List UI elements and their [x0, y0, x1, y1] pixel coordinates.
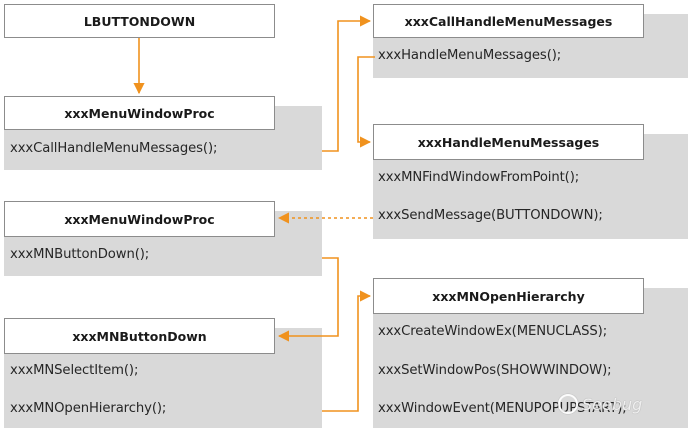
- menu-window-proc-2-title: xxxMenuWindowProc: [64, 211, 215, 227]
- lbuttondown-box: LBUTTONDOWN: [4, 4, 275, 38]
- mn-open-hierarchy-line-2: xxxSetWindowPos(SHOWWINDOW);: [378, 363, 612, 378]
- watermark: Seebug: [558, 394, 642, 414]
- call-handle-menu-messages-title: xxxCallHandleMenuMessages: [404, 13, 613, 29]
- handle-menu-messages-line-1: xxxMNFindWindowFromPoint();: [378, 170, 580, 185]
- mn-open-hierarchy-header: xxxMNOpenHierarchy: [373, 278, 644, 314]
- menu-window-proc-1-title: xxxMenuWindowProc: [64, 105, 215, 121]
- menu-window-proc-2-line-1: xxxMNButtonDown();: [10, 247, 150, 262]
- arrow-menuwindowproc-to-callhandle: [322, 15, 372, 152]
- mn-button-down-title: xxxMNButtonDown: [72, 328, 207, 344]
- lbuttondown-title: LBUTTONDOWN: [83, 13, 196, 29]
- mn-button-down-header: xxxMNButtonDown: [4, 318, 275, 354]
- mn-open-hierarchy-title: xxxMNOpenHierarchy: [432, 288, 585, 304]
- call-handle-menu-messages-header: xxxCallHandleMenuMessages: [373, 4, 644, 38]
- handle-menu-messages-line-2: xxxSendMessage(BUTTONDOWN);: [378, 208, 603, 223]
- handle-menu-messages-title: xxxHandleMenuMessages: [417, 134, 600, 150]
- menu-window-proc-1-line-1: xxxCallHandleMenuMessages();: [10, 141, 218, 156]
- mn-button-down-line-1: xxxMNSelectItem();: [10, 363, 139, 378]
- seebug-logo-icon: [558, 394, 578, 414]
- handle-menu-messages-header: xxxHandleMenuMessages: [373, 124, 644, 160]
- menu-window-proc-1-header: xxxMenuWindowProc: [4, 96, 275, 130]
- mn-button-down-line-2: xxxMNOpenHierarchy();: [10, 401, 167, 416]
- call-handle-menu-messages-line-1: xxxHandleMenuMessages();: [378, 48, 562, 63]
- menu-window-proc-2-header: xxxMenuWindowProc: [4, 201, 275, 237]
- arrow-mnbuttondown-to-openhierarchy: [322, 290, 372, 412]
- mn-open-hierarchy-line-1: xxxCreateWindowEx(MENUCLASS);: [378, 324, 608, 339]
- watermark-text: Seebug: [582, 394, 643, 414]
